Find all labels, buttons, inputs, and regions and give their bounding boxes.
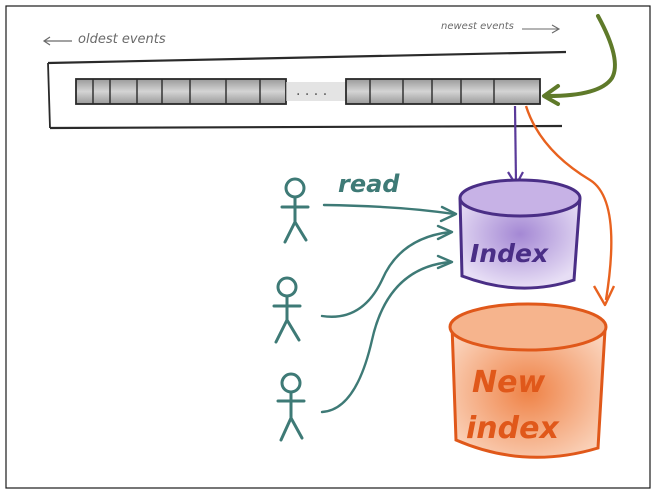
new-index-database: New index bbox=[448, 302, 608, 459]
log-to-new-index-arrow bbox=[524, 105, 616, 307]
stick-figure-icon bbox=[284, 177, 306, 199]
index-database: Index bbox=[458, 178, 582, 290]
read-label: read bbox=[338, 170, 400, 198]
newest-events-text: newest events bbox=[441, 21, 514, 32]
event-log-strip: · · · · bbox=[75, 78, 541, 105]
reader-figure-3 bbox=[276, 372, 306, 442]
stick-figure-icon bbox=[280, 372, 302, 394]
right-arrow-icon bbox=[522, 24, 561, 34]
outer-frame bbox=[5, 5, 651, 489]
reader-figure-1 bbox=[280, 177, 310, 244]
newest-events-label: newest events bbox=[441, 21, 561, 34]
reader-1-arrow bbox=[322, 203, 456, 216]
reader-arrows bbox=[320, 203, 458, 414]
oldest-events-text: oldest events bbox=[78, 32, 166, 47]
oldest-events-label: oldest events bbox=[42, 32, 166, 47]
left-arrow-icon bbox=[42, 36, 72, 46]
reader-3-arrow bbox=[320, 260, 452, 414]
reader-2-arrow bbox=[320, 230, 452, 318]
reader-figure-2 bbox=[272, 276, 302, 344]
incoming-events-arrow bbox=[542, 14, 617, 106]
event-log-container bbox=[47, 50, 567, 130]
index-label: Index bbox=[470, 239, 549, 268]
new-index-label-line1: New bbox=[472, 365, 545, 400]
log-to-index-arrow bbox=[507, 105, 524, 187]
new-index-label-line2: index bbox=[466, 411, 560, 446]
stick-figure-icon bbox=[276, 276, 298, 298]
ellipsis: · · · · bbox=[296, 87, 327, 103]
